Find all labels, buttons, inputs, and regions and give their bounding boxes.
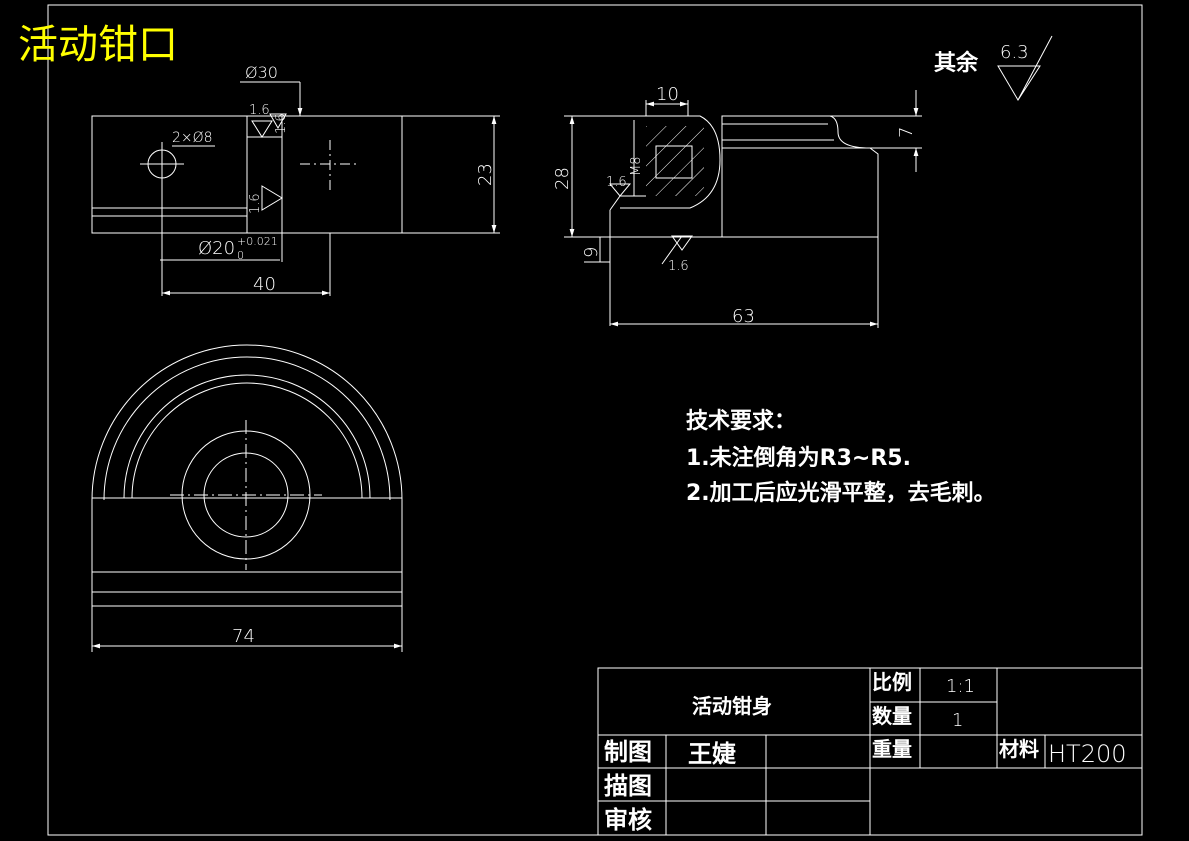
checked-label: 审核 xyxy=(604,806,652,834)
roughness-side-1-6-b: 1.6 xyxy=(668,259,689,274)
scale-value: 1:1 xyxy=(946,676,975,697)
dim-40: 40 xyxy=(253,274,276,295)
dim-tol-upper: +0.021 xyxy=(237,235,278,248)
dim-74: 74 xyxy=(232,626,255,647)
thread-m8: M8 xyxy=(629,157,644,177)
part-name: 活动钳身 xyxy=(692,694,772,718)
dim-holes: 2×Ø8 xyxy=(172,130,213,146)
traced-label: 描图 xyxy=(604,772,652,800)
qty-label: 数量 xyxy=(872,704,912,728)
material-value: HT200 xyxy=(1048,740,1127,768)
dim-10: 10 xyxy=(656,84,679,105)
roughness-1-6-b: 1.6 xyxy=(274,113,289,134)
roughness-side-1-6: 1.6 xyxy=(606,175,627,190)
technical-requirements: 技术要求： 1.未注倒角为R3~R5. 2.加工后应光滑平整，去毛刺。 xyxy=(686,409,996,506)
dim-23: 23 xyxy=(475,163,496,186)
drawing-title: 活动钳口 xyxy=(18,22,178,68)
material-label: 材料 xyxy=(999,737,1039,761)
dim-dia30: Ø30 xyxy=(245,63,278,82)
tech-heading: 技术要求： xyxy=(686,409,796,434)
title-block: 活动钳身 比例 1:1 数量 1 重量 材料 HT200 制图 王婕 描图 审核 xyxy=(597,667,1143,836)
tech-line-1: 1.未注倒角为R3~R5. xyxy=(686,445,911,471)
surface-note-label: 其余 xyxy=(934,50,979,76)
scale-label: 比例 xyxy=(872,670,912,694)
front-view: 74 xyxy=(91,344,403,652)
drawn-name: 王婕 xyxy=(688,740,736,768)
top-view: Ø30 2×Ø8 1.6 1.6 1.6 Ø20 +0.021 0 23 40 xyxy=(91,63,500,296)
roughness-symbol xyxy=(997,35,1053,101)
section-hatch xyxy=(281,115,403,234)
drawn-label: 制图 xyxy=(604,738,652,766)
drawing-frame xyxy=(47,4,1143,836)
surface-note-value: 6.3 xyxy=(1000,42,1029,63)
side-view: 10 M8 1.6 1.6 28 9 7 63 xyxy=(552,84,922,328)
roughness-1-6-a: 1.6 xyxy=(249,103,270,118)
side-section-hatch xyxy=(646,126,704,196)
dim-dia20: Ø20 xyxy=(198,238,235,259)
surface-finish-note: 其余 6.3 xyxy=(934,35,1053,101)
dim-28: 28 xyxy=(552,167,573,190)
weight-label: 重量 xyxy=(872,737,912,761)
tech-line-2: 2.加工后应光滑平整，去毛刺。 xyxy=(686,480,996,506)
dim-9: 9 xyxy=(581,247,602,258)
dim-7: 7 xyxy=(896,127,917,138)
qty-value: 1 xyxy=(952,710,963,731)
roughness-1-6-c: 1.6 xyxy=(248,193,263,214)
dim-tol-lower: 0 xyxy=(237,249,244,262)
dim-63: 63 xyxy=(732,306,755,327)
